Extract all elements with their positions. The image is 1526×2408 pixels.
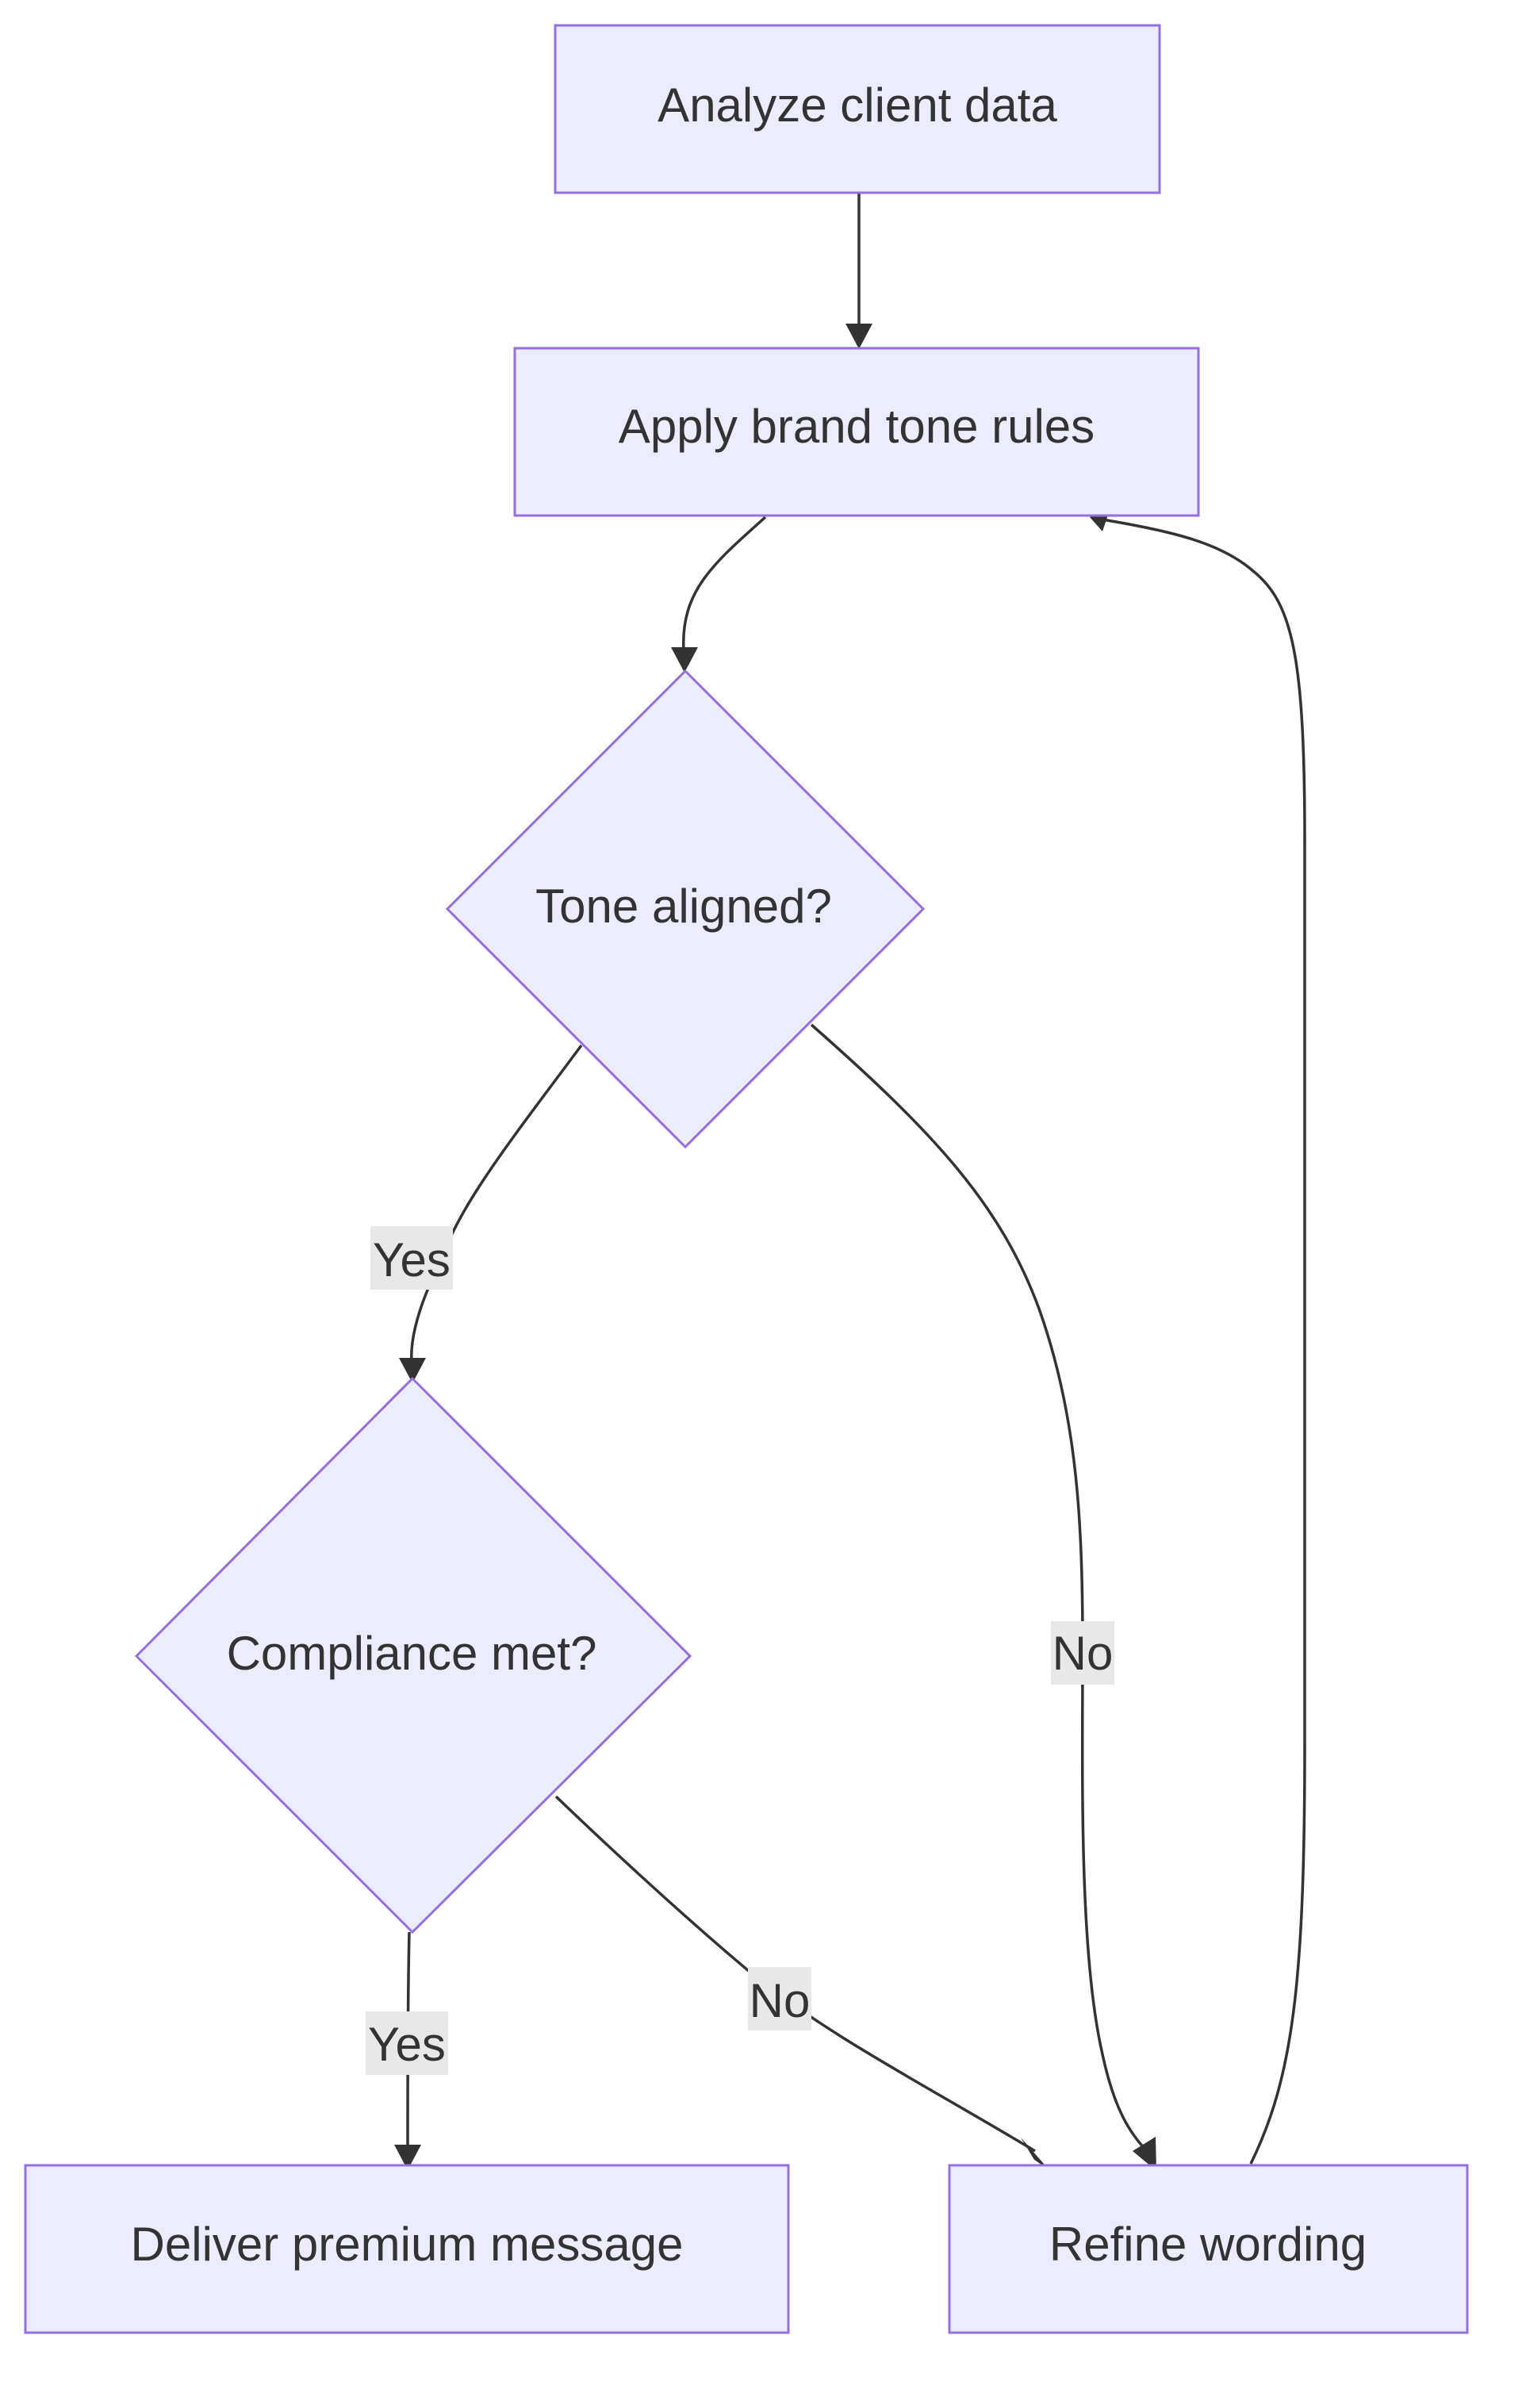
arrowhead-tone-top — [671, 647, 698, 673]
arrowhead-compliance-top — [399, 1358, 426, 1383]
edge-apply-to-tone — [682, 516, 767, 651]
edge-labels: Yes No Yes No — [366, 1226, 1114, 2075]
arrowhead-refine-no-left — [1021, 2138, 1049, 2170]
node-compliance-label: Compliance met? — [227, 1627, 597, 1680]
node-analyze-label: Analyze client data — [658, 79, 1057, 132]
node-deliver-box — [24, 2164, 790, 2334]
node-compliance[interactable]: Compliance met? — [134, 1376, 692, 1934]
node-analyze[interactable]: Analyze client data — [554, 24, 1161, 194]
edge-label-yes-1: Yes — [373, 1233, 451, 1286]
edge-label-yes-2-bg — [366, 2011, 448, 2075]
node-apply-box — [513, 347, 1200, 517]
node-refine-label: Refine wording — [1049, 2218, 1367, 2271]
arrowhead-refine-no-right — [1133, 2137, 1156, 2171]
node-refine[interactable]: Refine wording — [948, 2164, 1469, 2334]
node-apply[interactable]: Apply brand tone rules — [513, 347, 1200, 517]
node-deliver-label: Deliver premium message — [131, 2218, 684, 2271]
arrowhead-apply-top — [845, 324, 872, 349]
edge-label-no-2-bg — [748, 1967, 811, 2030]
edge-label-yes-1-bg — [370, 1226, 453, 1290]
edge-label-no-2: No — [750, 1974, 811, 2027]
edge-refine-to-apply — [1102, 518, 1306, 2165]
edge-label-yes-2: Yes — [368, 2018, 446, 2071]
edge-label-no-1-bg — [1051, 1621, 1114, 1685]
node-analyze-box — [554, 24, 1161, 194]
edge-tone-to-compliance — [410, 1044, 583, 1361]
edge-label-no-1: No — [1052, 1627, 1114, 1680]
node-deliver[interactable]: Deliver premium message — [24, 2164, 790, 2334]
node-refine-box — [948, 2164, 1469, 2334]
node-compliance-diamond — [134, 1376, 692, 1934]
node-tone-label: Tone aligned? — [535, 880, 832, 933]
node-apply-label: Apply brand tone rules — [619, 400, 1095, 453]
edge-tone-to-refine — [810, 1023, 1148, 2153]
node-tone[interactable]: Tone aligned? — [445, 669, 926, 1149]
arrowhead-deliver-top — [394, 2145, 421, 2170]
node-tone-diamond — [445, 669, 926, 1149]
